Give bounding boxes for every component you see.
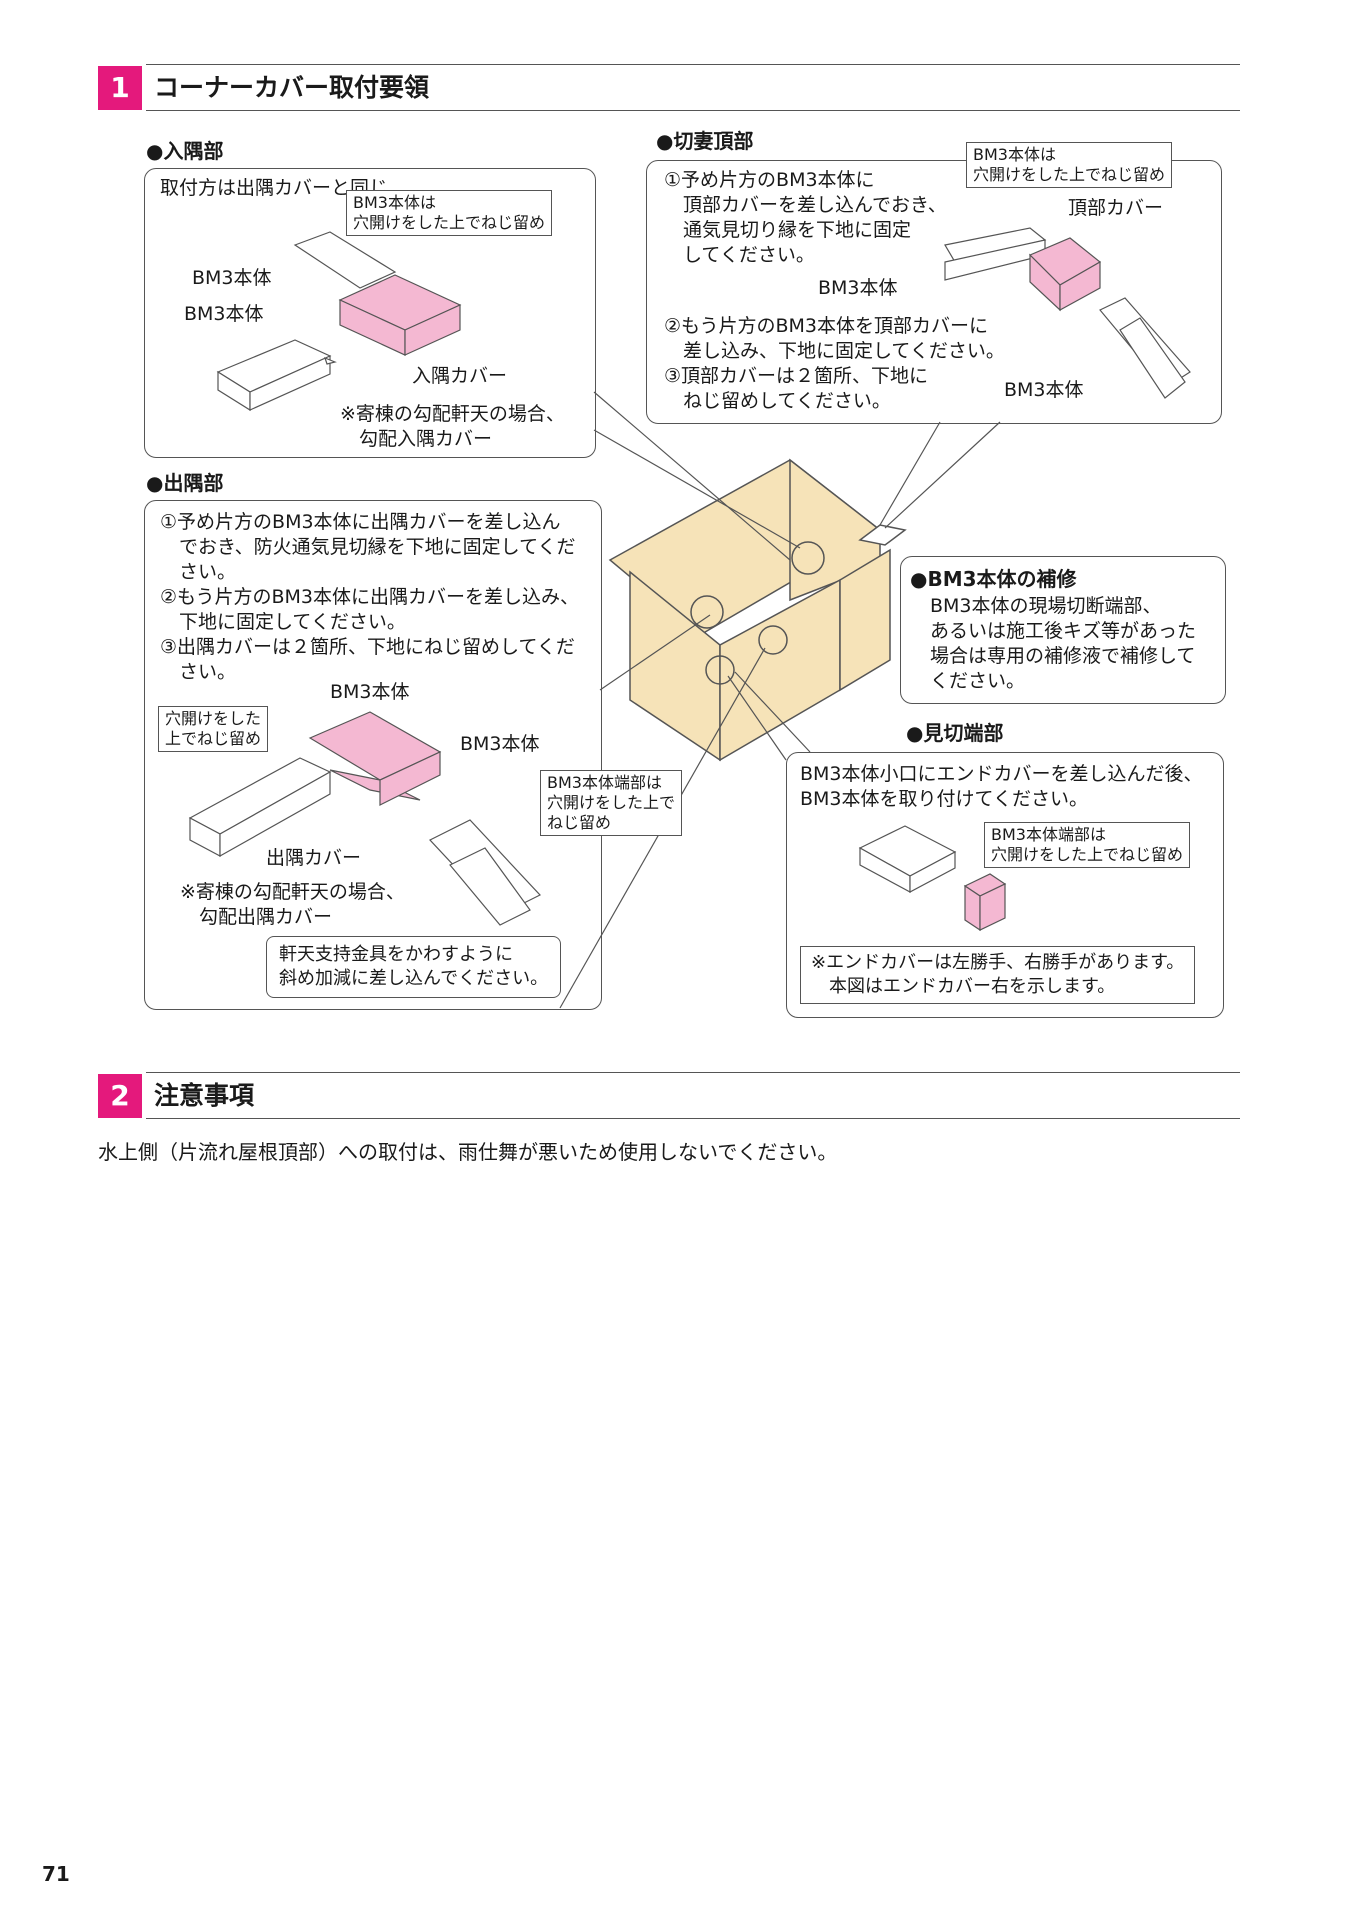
irizumi-label-cover: 入隅カバー xyxy=(412,365,508,387)
kirizuma-label-cover: 頂部カバー xyxy=(1068,197,1164,219)
irizumi-callout: BM3本体は 穴開けをした上でねじ留め xyxy=(346,190,553,236)
section-2-number: 2 xyxy=(98,1074,142,1118)
irizumi-label-a: BM3本体 xyxy=(192,267,272,289)
section-1-title: コーナーカバー取付要領 xyxy=(154,73,430,102)
repair-body: BM3本体の現場切断端部、 あるいは施工後キズ等があった 場合は専用の補修液で補… xyxy=(930,595,1197,692)
desumi-label-b: BM3本体 xyxy=(460,733,540,755)
desumi-callout-left: 穴開けをした 上でねじ留め xyxy=(158,706,269,752)
irizumi-heading: ●入隅部 xyxy=(146,139,224,163)
mikiri-marker-icon xyxy=(705,655,735,685)
desumi-marker-icon xyxy=(758,625,788,655)
kirizuma-callout: BM3本体は 穴開けをした上でねじ留め xyxy=(966,142,1173,188)
desumi-heading: ●出隅部 xyxy=(146,471,224,495)
desumi-callout-bottom: 軒天支持金具をかわすように 斜め加減に差し込んでください。 xyxy=(266,936,562,998)
mikiri-body: BM3本体小口にエンドカバーを差し込んだ後、 BM3本体を取り付けてください。 xyxy=(800,763,1203,810)
desumi-callout-right: BM3本体端部は 穴開けをした上で ねじ留め xyxy=(540,770,683,836)
desumi-steps: ①予め片方のBM3本体に出隅カバーを差し込ん でおき、防火通気見切縁を下地に固定… xyxy=(160,511,579,683)
kirizuma-marker-icon xyxy=(791,541,825,575)
mikiri-heading: ●見切端部 xyxy=(906,721,1004,745)
kirizuma-label-a: BM3本体 xyxy=(818,277,898,299)
page-number: 71 xyxy=(42,1862,70,1886)
desumi-illustration xyxy=(188,711,541,926)
irizumi-illustration xyxy=(216,231,462,412)
section-2-body: 水上側（片流れ屋根頂部）への取付は、雨仕舞が悪いため使用しないでください。 xyxy=(98,1140,838,1164)
section-2-title: 注意事項 xyxy=(154,1081,255,1110)
mikiri-footnote: ※エンドカバーは左勝手、右勝手があります。 本図はエンドカバー右を示します。 xyxy=(800,946,1196,1004)
desumi-label-a: BM3本体 xyxy=(330,681,410,703)
kirizuma-heading: ●切妻頂部 xyxy=(656,129,754,153)
irizumi-marker-icon xyxy=(690,595,724,629)
irizumi-label-b: BM3本体 xyxy=(184,303,264,325)
mikiri-illustration xyxy=(858,825,1007,932)
kirizuma-illustration xyxy=(944,227,1191,399)
kirizuma-label-b: BM3本体 xyxy=(1004,379,1084,401)
repair-heading: ●BM3本体の補修 xyxy=(910,567,1077,591)
kirizuma-step1: ①予め片方のBM3本体に 頂部カバーを差し込んでおき、 通気見切り縁を下地に固定… xyxy=(664,169,947,266)
mikiri-callout: BM3本体端部は 穴開けをした上でねじ留め xyxy=(984,822,1191,868)
section-1-number: 1 xyxy=(98,66,142,110)
irizumi-note: 取付方は出隅カバーと同じ xyxy=(160,177,389,199)
kirizuma-box xyxy=(646,160,1222,424)
kirizuma-step2: ②もう片方のBM3本体を頂部カバーに 差し込み、下地に固定してください。 ③頂部… xyxy=(664,315,1005,412)
desumi-label-cover: 出隅カバー xyxy=(266,847,362,869)
repair-box xyxy=(900,556,1226,704)
desumi-footnote: ※寄棟の勾配軒天の場合、 勾配出隅カバー xyxy=(180,881,405,928)
house-illustration xyxy=(608,458,907,762)
irizumi-footnote: ※寄棟の勾配軒天の場合、 勾配入隅カバー xyxy=(340,403,565,450)
